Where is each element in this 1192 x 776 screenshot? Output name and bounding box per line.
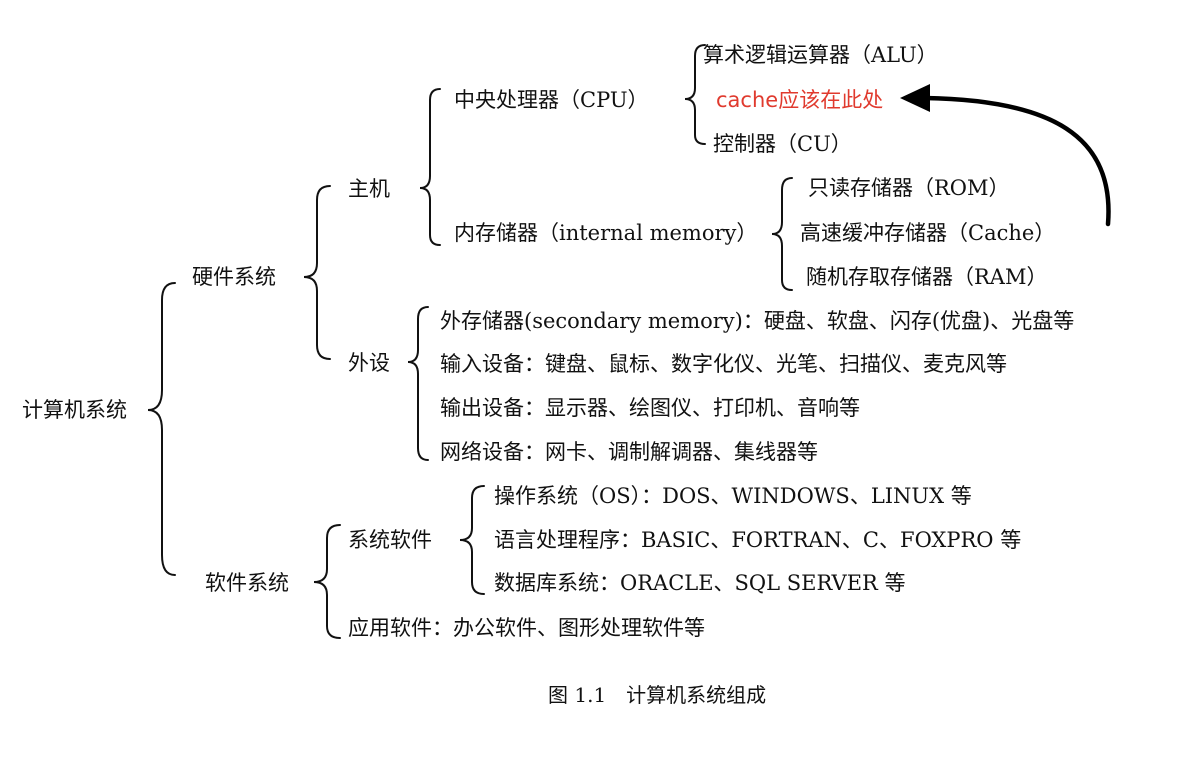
label-peripherals: 外设 (348, 351, 390, 375)
label-os: 操作系统（OS）：DOS、WINDOWS、LINUX 等 (494, 484, 972, 508)
label-host: 主机 (348, 177, 390, 201)
label-output-devices: 输出设备：显示器、绘图仪、打印机、音响等 (440, 396, 860, 420)
brace-software (313, 524, 341, 639)
relocation-arrowhead (900, 84, 930, 112)
label-internal-memory: 内存储器（internal memory） (454, 221, 758, 245)
brace-system-software (459, 485, 485, 595)
brace-peripherals (407, 306, 429, 461)
brace-host (419, 88, 441, 246)
label-ram: 随机存取存储器（RAM） (806, 265, 1048, 289)
label-app-software: 应用软件：办公软件、图形处理软件等 (348, 616, 705, 640)
relocation-arrow (922, 95, 1111, 227)
label-cpu: 中央处理器（CPU） (454, 88, 649, 112)
label-cache-note: cache应该在此处 (716, 88, 884, 112)
label-software: 软件系统 (205, 571, 289, 595)
label-cu: 控制器（CU） (713, 132, 852, 156)
brace-root (147, 282, 176, 576)
brace-cpu (684, 44, 706, 145)
label-db: 数据库系统：ORACLE、SQL SERVER 等 (494, 571, 906, 595)
label-system-software: 系统软件 (348, 528, 432, 552)
label-lang: 语言处理程序：BASIC、FORTRAN、C、FOXPRO 等 (494, 528, 1022, 552)
brace-hardware (303, 185, 331, 360)
label-alu: 算术逻辑运算器（ALU） (703, 43, 938, 67)
label-root: 计算机系统 (22, 398, 127, 422)
label-input-devices: 输入设备：键盘、鼠标、数字化仪、光笔、扫描仪、麦克风等 (440, 352, 1007, 376)
figure-caption: 图 1.1 计算机系统组成 (548, 683, 767, 707)
label-secondary-memory: 外存储器(secondary memory)：硬盘、软盘、闪存(优盘)、光盘等 (440, 309, 1075, 333)
brace-memory (771, 177, 793, 291)
label-rom: 只读存储器（ROM） (808, 176, 1010, 200)
label-hardware: 硬件系统 (192, 265, 276, 289)
label-cache: 高速缓冲存储器（Cache） (800, 221, 1056, 245)
label-network-devices: 网络设备：网卡、调制解调器、集线器等 (440, 440, 818, 464)
